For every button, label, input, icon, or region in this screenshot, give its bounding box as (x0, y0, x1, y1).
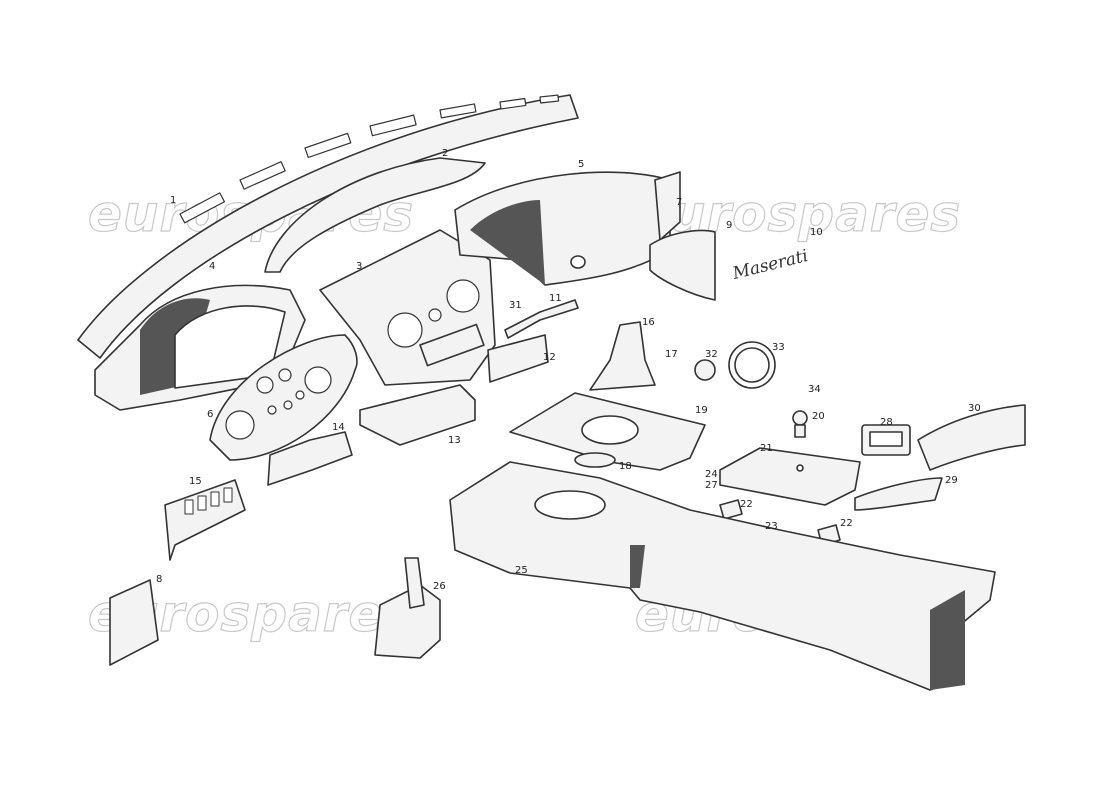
callout-13: 13 (448, 435, 461, 446)
callout-23: 23 (765, 521, 778, 532)
callout-11: 11 (549, 293, 562, 304)
callout-14: 14 (332, 422, 345, 433)
callout-9: 9 (726, 220, 733, 231)
part-switch-plate (419, 323, 485, 367)
part-side-bracket (109, 579, 159, 666)
part-pad (917, 404, 1026, 471)
part-side-trim (649, 229, 716, 301)
part-pad-strip (854, 477, 943, 511)
callout-1: 1 (170, 195, 177, 206)
callout-24: 24 (705, 469, 718, 480)
callout-5: 5 (578, 159, 585, 170)
part-shifter-stem (404, 557, 425, 609)
callout-2: 2 (442, 148, 449, 159)
callout-34: 34 (808, 384, 821, 395)
callout-12: 12 (543, 352, 556, 363)
callout-30: 30 (968, 403, 981, 414)
part-shifter-bracket (374, 584, 441, 659)
callout-17: 17 (665, 349, 678, 360)
callout-3: 3 (356, 261, 363, 272)
callout-25: 25 (515, 565, 528, 576)
part-bracket (267, 431, 353, 486)
callout-29: 29 (945, 475, 958, 486)
callout-21: 21 (760, 443, 773, 454)
callout-20: 20 (812, 411, 825, 422)
part-shift-boot (589, 321, 656, 391)
part-lower-tray (359, 384, 476, 446)
callout-27: 27 (705, 480, 718, 491)
part-shifter-ring (574, 452, 616, 468)
callout-32: 32 (705, 349, 718, 360)
glovebox-lock (570, 255, 586, 269)
part-armrest-lid (719, 447, 861, 506)
callout-33: 33 (772, 342, 785, 353)
part-switch-bracket (164, 479, 246, 561)
callout-22a: 22 (740, 499, 753, 510)
callout-10: 10 (810, 227, 823, 238)
callout-28: 28 (880, 417, 893, 428)
callout-31: 31 (509, 300, 522, 311)
part-dash-top-rail (77, 94, 579, 359)
part-glovebox-end (654, 171, 681, 241)
part-bracket-plate (487, 334, 549, 383)
callout-16: 16 (642, 317, 655, 328)
part-key-lock (792, 410, 808, 426)
callout-22b: 22 (840, 518, 853, 529)
callout-15: 15 (189, 476, 202, 487)
part-hinge-left (719, 499, 743, 520)
callout-6: 6 (207, 409, 214, 420)
part-trim-bar (504, 299, 579, 339)
callout-7: 7 (676, 197, 683, 208)
callout-26: 26 (433, 581, 446, 592)
callout-19: 19 (695, 405, 708, 416)
part-trim-frame (264, 157, 486, 273)
part-ring-small (694, 359, 716, 381)
callout-4: 4 (209, 261, 216, 272)
callout-8: 8 (156, 574, 163, 585)
callout-18: 18 (619, 461, 632, 472)
